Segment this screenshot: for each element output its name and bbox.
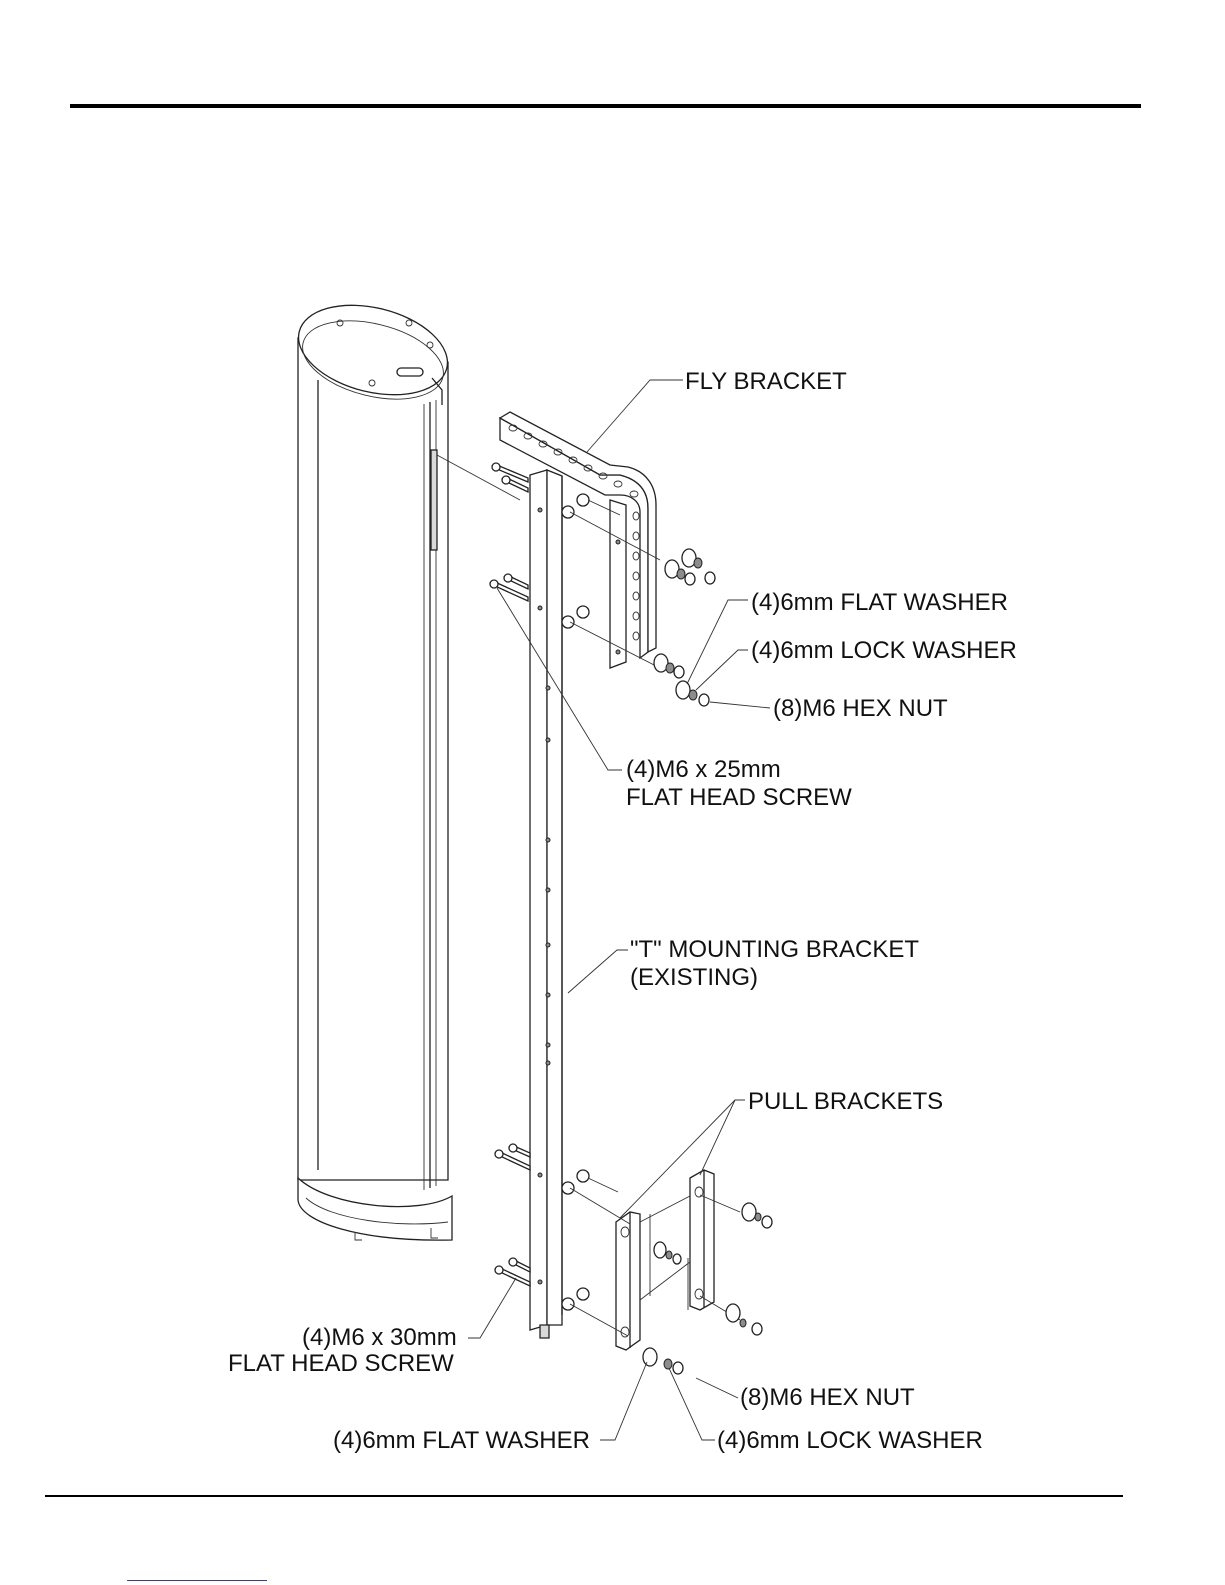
label-flat-washer-bottom: (4)6mm FLAT WASHER [333,1427,590,1454]
label-t-bracket-line2: (EXISTING) [630,964,758,991]
label-screw-25-line2: FLAT HEAD SCREW [626,784,852,811]
label-lock-washer-top: (4)6mm LOCK WASHER [751,637,1017,664]
label-t-bracket-line1: "T" MOUNTING BRACKET [630,936,919,963]
label-screw-25-line1: (4)M6 x 25mm [626,756,781,783]
label-flat-washer-top: (4)6mm FLAT WASHER [751,589,1008,616]
upper-hardware [654,549,715,706]
upper-screws-m6x25 [490,463,528,601]
label-hex-nut-top: (8)M6 HEX NUT [773,695,948,722]
lower-screws-m6x30 [495,1144,530,1286]
label-pull-brackets: PULL BRACKETS [748,1088,943,1115]
label-screw-30-line1: (4)M6 x 30mm [302,1324,457,1351]
label-fly-bracket: FLY BRACKET [685,368,847,395]
label-hex-nut-bottom: (8)M6 HEX NUT [740,1384,915,1411]
label-lock-washer-bottom: (4)6mm LOCK WASHER [717,1427,983,1454]
label-screw-30-line2: FLAT HEAD SCREW [228,1350,454,1377]
fly-bracket [500,412,656,668]
speaker-column [289,291,457,1240]
pull-brackets [616,1170,714,1350]
t-mounting-bracket [530,470,589,1338]
